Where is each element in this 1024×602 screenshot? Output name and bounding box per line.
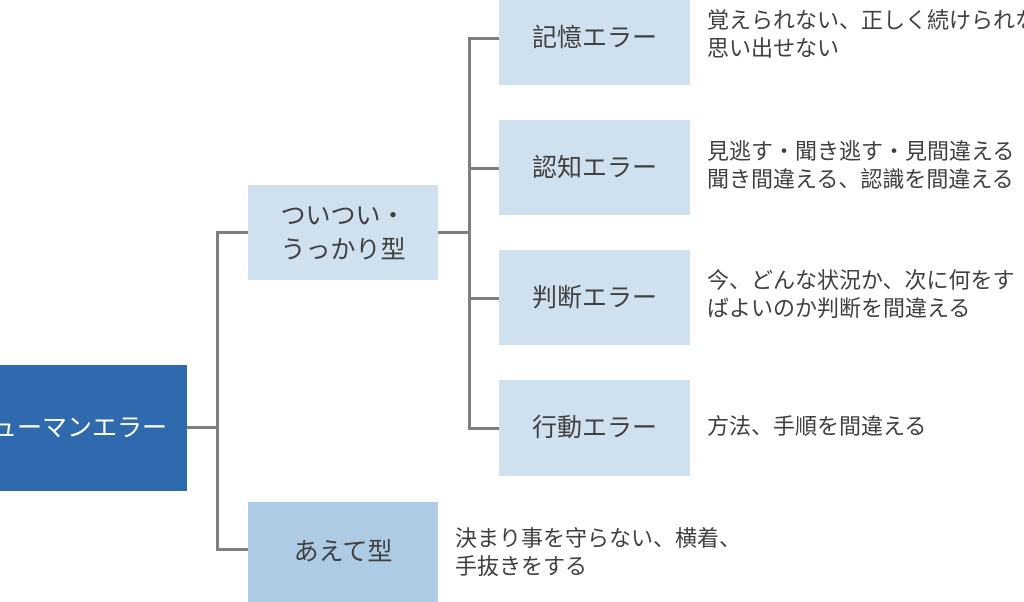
child-label: 判断エラー (531, 282, 657, 312)
connector-branch-2 (216, 548, 248, 551)
child-node-action-error: 行動エラー (499, 380, 690, 476)
connector-child-1 (468, 37, 499, 40)
root-label: ヒューマンエラー (0, 413, 167, 443)
desc-line: 思い出せない (707, 37, 840, 62)
desc-line: 聞き間違える、認識を間違える (707, 168, 1014, 193)
branch-label: あえて型 (293, 537, 393, 567)
child-label: 認知エラー (531, 152, 657, 182)
connector-child-2 (468, 167, 499, 170)
root-node: ヒューマンエラー (0, 365, 187, 491)
desc-line: 覚えられない、正しく続けられな (707, 9, 1024, 34)
branch-node-tsuitsui: ついつい・ うっかり型 (248, 185, 438, 280)
connector-root (187, 426, 218, 429)
child-node-memory-error: 記憶エラー (499, 0, 690, 85)
child-desc-memory-error: 覚えられない、正しく続けられな 思い出せない (707, 8, 1024, 64)
desc-line: 見逃す・聞き逃す・見間違える (707, 140, 1015, 165)
desc-line: 決まり事を守らない、横着、 (455, 527, 742, 552)
connector-child-4 (468, 427, 499, 430)
desc-line: 方法、手順を間違える (707, 415, 927, 440)
desc-line: 手抜きをする (455, 555, 588, 580)
connector-mid (438, 231, 469, 234)
connector-child-3 (468, 297, 499, 300)
child-node-cognition-error: 認知エラー (499, 120, 690, 215)
child-label: 行動エラー (531, 413, 657, 443)
desc-line: ばよいのか判断を間違える (707, 297, 971, 322)
child-desc-judgment-error: 今、どんな状況か、次に何をす ばよいのか判断を間違える (707, 268, 1015, 324)
child-label: 記憶エラー (531, 22, 657, 52)
child-desc-cognition-error: 見逃す・聞き逃す・見間違える 聞き間違える、認識を間違える (707, 139, 1014, 195)
child-node-judgment-error: 判断エラー (499, 250, 690, 345)
connector-trunk-1 (216, 231, 219, 551)
branch-label-line: ついつい・ (280, 200, 406, 230)
branch-node-aete: あえて型 (248, 502, 438, 602)
branch-desc-aete: 決まり事を守らない、横着、 手抜きをする (455, 526, 741, 582)
desc-line: 今、どんな状況か、次に何をす (707, 269, 1015, 294)
connector-trunk-2 (468, 37, 471, 430)
branch-label-line: うっかり型 (280, 234, 406, 264)
connector-branch-1 (216, 231, 248, 234)
child-desc-action-error: 方法、手順を間違える (707, 414, 926, 442)
